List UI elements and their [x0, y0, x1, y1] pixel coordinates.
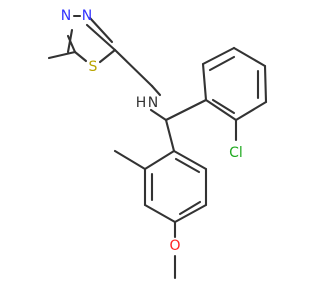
bond-c2-ch2 — [113, 48, 154, 88]
ring1-b2 — [201, 46, 236, 66]
ring1-b4 — [263, 64, 268, 104]
ring1-d3 — [211, 98, 236, 115]
ring1-b5 — [234, 100, 268, 122]
linker — [113, 48, 168, 122]
bond-ar-methyl — [113, 149, 147, 171]
ring1-b6 — [204, 98, 238, 122]
bond-c5-methyl — [47, 50, 77, 60]
structure-svg: N N S H N Cl O — [47, 8, 268, 280]
bond-n3-c2 — [85, 23, 117, 52]
thiadiazole-ring — [47, 14, 117, 64]
atom-label-s1: S — [89, 59, 98, 75]
atom-label-cl: Cl — [229, 145, 243, 161]
ring1-d1 — [208, 55, 236, 72]
bond-ch-ar1 — [164, 98, 208, 122]
molecule-structure-diagram: N N S H N Cl O — [47, 8, 268, 280]
ring2-b1 — [143, 149, 176, 171]
bond-s1-c5 — [73, 50, 88, 63]
bond-nh-ch — [149, 108, 168, 122]
bond-c5-n4 — [66, 34, 77, 54]
ring2-b3 — [143, 203, 177, 224]
ring1-b1 — [201, 62, 208, 102]
methoxyphenyl-ring — [113, 118, 208, 280]
atom-label-o: O — [169, 238, 180, 254]
atom-label-nh-h: H — [136, 95, 147, 111]
bond-ch-ar2 — [164, 118, 176, 153]
ring2-b6 — [172, 149, 208, 171]
ring2-d3 — [174, 157, 201, 174]
chlorophenyl-ring — [164, 46, 268, 142]
atom-label-n3: N — [82, 8, 92, 24]
ring1-b3 — [232, 46, 267, 68]
bond-n3-c2-double — [88, 16, 114, 44]
atom-label-n4: N — [61, 8, 71, 24]
bond-ch2-nh — [150, 84, 162, 97]
bond-c2-s1 — [98, 48, 117, 64]
ring2-d2 — [178, 200, 202, 216]
ring2-b4 — [173, 203, 208, 224]
atom-label-amine-n: N — [148, 95, 158, 111]
bond-c5-n4-double — [66, 28, 74, 54]
atom-labels: N N S H N Cl O — [61, 8, 243, 254]
